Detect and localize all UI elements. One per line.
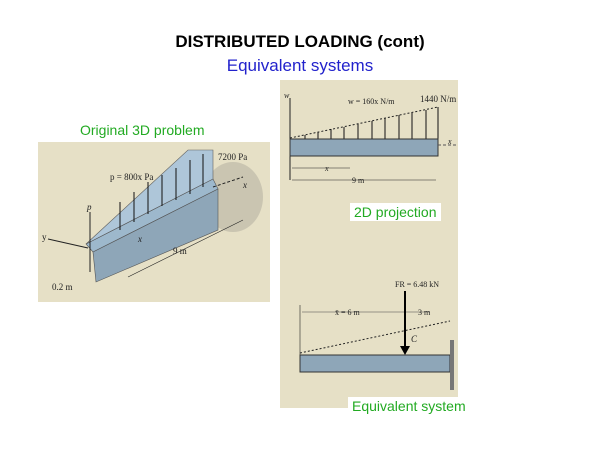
pmax-label: 7200 Pa — [218, 152, 247, 162]
resultant-force: FR = 6.48 kN — [395, 280, 439, 289]
projection-figure: w w = 160x N/m 1440 N/m x x 9 m FR = 6.4… — [280, 80, 462, 408]
axis-p: p — [86, 202, 92, 212]
w-equation: w = 160x N/m — [348, 97, 395, 106]
equivalent-label: Equivalent system — [348, 397, 470, 415]
remaining-length: 3 m — [418, 308, 431, 317]
p-equation: p = 800x Pa — [110, 172, 153, 182]
length-label: 9 m — [352, 176, 365, 185]
original-3d-figure: 7200 Pa p = 800x Pa p y x x 9 m 0.2 m — [38, 142, 270, 302]
axis-x: x — [447, 137, 452, 146]
xbar-label: x̄ = 6 m — [335, 308, 361, 317]
length-label: 9 m — [173, 246, 187, 256]
x-dim: x — [324, 164, 329, 173]
projection-label: 2D projection — [350, 203, 441, 221]
slide-title: DISTRIBUTED LOADING (cont) — [175, 32, 425, 51]
wmax-label: 1440 N/m — [420, 94, 456, 104]
centroid-label: C — [411, 334, 418, 344]
axis-x: x — [242, 180, 247, 190]
original-3d-label: Original 3D problem — [80, 122, 205, 138]
x-dim: x — [137, 234, 142, 244]
axis-y: y — [42, 232, 47, 242]
axis-w: w — [284, 91, 290, 100]
width-label: 0.2 m — [52, 282, 73, 292]
slide-subtitle: Equivalent systems — [226, 56, 374, 75]
